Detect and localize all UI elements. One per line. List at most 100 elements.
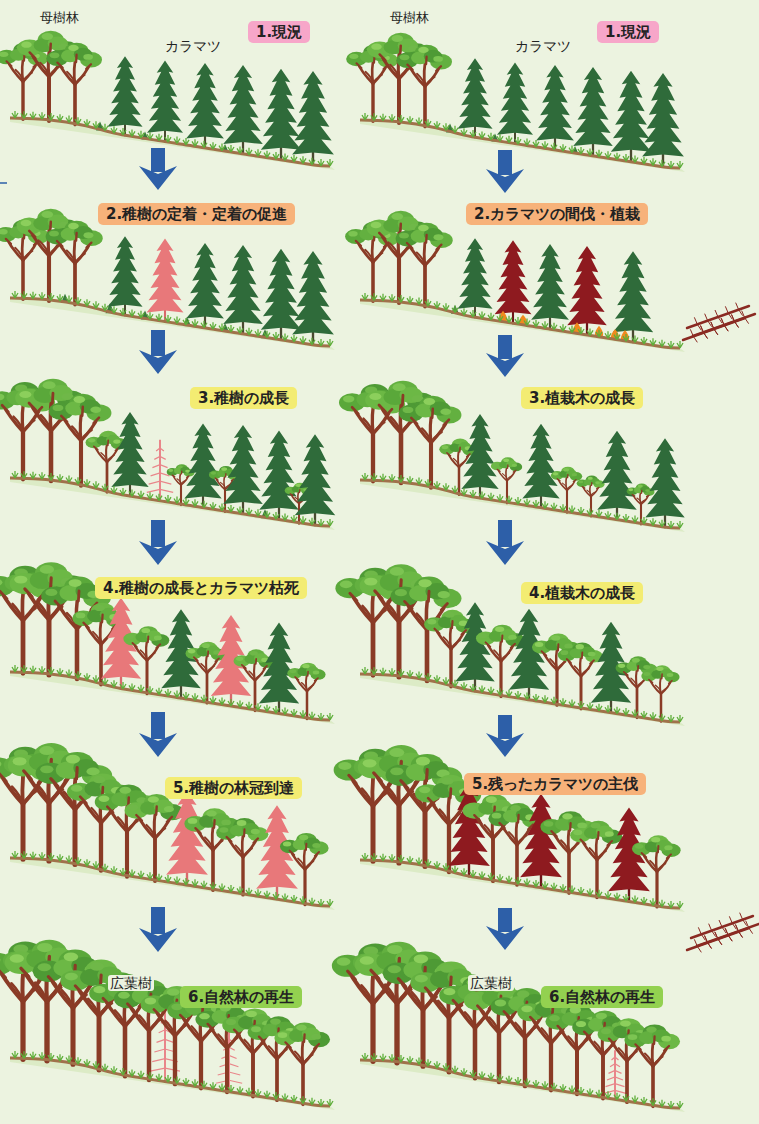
branch-tip xyxy=(132,643,136,647)
branch xyxy=(0,589,23,621)
branch xyxy=(493,828,503,838)
arrow-head xyxy=(139,166,177,190)
crown xyxy=(259,431,299,510)
crown-highlight xyxy=(588,477,593,480)
crown-highlight xyxy=(71,785,82,792)
branch xyxy=(568,1036,577,1050)
branch xyxy=(147,653,155,661)
branch xyxy=(567,657,581,677)
scene-panel xyxy=(0,743,335,910)
branch-tip xyxy=(83,623,88,628)
branch xyxy=(373,253,382,262)
crown-highlight xyxy=(53,405,64,411)
branch xyxy=(642,851,657,872)
branch-tip xyxy=(597,487,599,488)
branch-tip xyxy=(75,768,79,779)
stage-label: 2.カラマツの間伐・植栽 xyxy=(466,203,648,225)
branch xyxy=(373,610,386,623)
dead-larch xyxy=(147,440,173,502)
crown-highlight xyxy=(656,667,663,671)
branch-tip xyxy=(194,657,198,660)
branch xyxy=(75,241,91,264)
branch xyxy=(425,64,441,86)
crown-highlight xyxy=(492,813,502,819)
branch xyxy=(269,1046,277,1059)
crown-highlight xyxy=(21,42,32,48)
broadleaf-tree xyxy=(545,1004,606,1094)
crown-highlight xyxy=(620,1020,631,1026)
ground-line xyxy=(10,478,330,526)
branch xyxy=(175,1025,187,1037)
ground-line xyxy=(360,300,680,348)
branch xyxy=(23,420,34,431)
crown-highlight xyxy=(576,1021,586,1027)
crown xyxy=(613,251,653,332)
larch-tree xyxy=(295,434,335,526)
crown-highlight xyxy=(73,396,85,403)
crown-highlight xyxy=(495,1000,507,1007)
twig xyxy=(606,1084,625,1087)
trunk xyxy=(423,87,427,127)
log-twig xyxy=(701,326,708,339)
crown xyxy=(457,58,492,128)
trunk xyxy=(396,805,401,863)
trunk xyxy=(153,839,157,882)
branch xyxy=(352,405,373,434)
branch-tip xyxy=(215,478,218,480)
crown-highlight xyxy=(113,439,120,443)
larch-tree xyxy=(457,58,492,138)
flow-connector xyxy=(158,799,180,997)
crown-highlight xyxy=(661,1036,671,1042)
branch xyxy=(550,659,557,670)
crown-highlight xyxy=(572,473,577,476)
crown-highlight xyxy=(551,635,560,640)
branch xyxy=(139,1015,149,1031)
crown-highlight xyxy=(221,467,227,471)
branch-tip xyxy=(451,621,454,628)
branch-tip xyxy=(590,660,594,663)
trunk xyxy=(549,1043,553,1090)
crown-highlight xyxy=(517,990,529,997)
branch-tip xyxy=(597,832,600,839)
branch-tip xyxy=(61,416,67,422)
crown-highlight xyxy=(454,440,461,444)
crown-highlight xyxy=(418,225,429,231)
log-twig xyxy=(719,920,726,933)
branch-tip xyxy=(305,844,307,850)
crown-highlight xyxy=(83,54,93,60)
log xyxy=(691,916,753,938)
branch xyxy=(373,793,386,806)
branch xyxy=(390,243,399,257)
branch-tip xyxy=(581,840,586,845)
flow-arrow xyxy=(486,604,525,773)
crown-highlight xyxy=(88,438,95,442)
crown-highlight xyxy=(49,231,59,237)
branch xyxy=(581,669,589,677)
branch xyxy=(75,75,85,85)
crown-highlight xyxy=(19,391,31,398)
crown-highlight xyxy=(68,45,78,51)
crown-highlight xyxy=(667,673,674,677)
trunk xyxy=(199,1041,203,1088)
crown-highlight xyxy=(418,579,431,587)
crown-highlight xyxy=(596,1013,607,1020)
crown-highlight xyxy=(419,786,430,793)
branch xyxy=(107,455,114,462)
crown-highlight xyxy=(434,234,444,240)
branch xyxy=(379,403,401,433)
crown-highlight xyxy=(164,806,174,812)
branch xyxy=(38,785,50,803)
branch xyxy=(557,662,565,670)
branch xyxy=(390,65,399,79)
margin-tick xyxy=(0,182,7,184)
branch-tip xyxy=(567,659,571,663)
scene-panel xyxy=(334,745,759,952)
branch-tip xyxy=(172,475,175,477)
larch-tree xyxy=(597,431,637,521)
branch-tip xyxy=(75,986,82,994)
crown-highlight xyxy=(148,796,159,803)
branch xyxy=(236,845,244,857)
branch-tip xyxy=(401,395,404,405)
branch-tip xyxy=(405,601,412,608)
stage-label: 5.稚樹の林冠到達 xyxy=(165,777,302,799)
